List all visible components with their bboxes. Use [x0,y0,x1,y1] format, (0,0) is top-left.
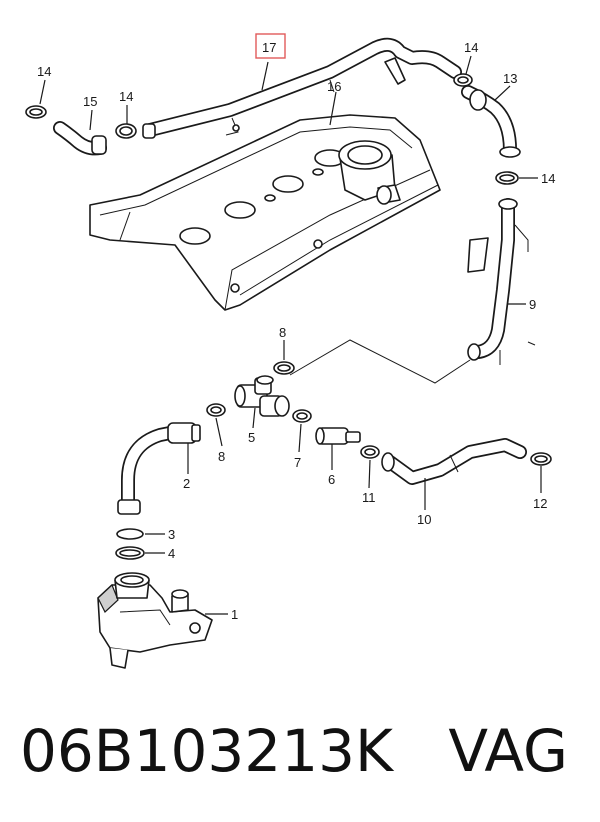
callout-4: 4 [168,546,175,561]
part-number: 06B103213K [20,717,394,785]
callout-14-left: 14 [37,64,51,79]
hose-clamp-11 [360,445,380,459]
callout-6: 6 [328,472,335,487]
callout-10: 10 [417,512,431,527]
elbow-13 [461,85,521,158]
valve-6 [315,427,361,445]
callout-15: 15 [83,94,97,109]
callout-9: 9 [529,297,536,312]
parts-diagram: 14 15 14 17 16 14 13 14 9 8 8 5 7 6 11 1… [25,33,555,669]
hose-clamp-7 [292,409,312,423]
callout-3: 3 [168,527,175,542]
hose-clamp-right [495,171,519,185]
valve-cover [89,114,441,311]
o-ring-4 [115,546,145,560]
hose-15 [53,121,107,156]
hose-clamp-left [25,105,47,119]
callout-17-highlight-box [255,33,286,59]
hose-clamp-top-right [453,73,473,87]
callout-7: 7 [294,455,301,470]
connector-lines [289,339,536,384]
hose-clamp-12 [530,452,552,466]
pipe-2 [117,422,201,515]
part-number-caption: 06B103213K VAG [20,722,568,780]
callout-2: 2 [183,476,190,491]
breather-hose-17 [142,37,462,139]
brand: VAG [448,717,568,785]
hose-clamp-8-lower [206,403,226,417]
callout-16: 16 [327,79,341,94]
hose-clamp-center-left [115,123,137,139]
callout-13: 13 [503,71,517,86]
hose-9 [467,198,529,365]
hose-10 [381,438,527,485]
callout-8-upper: 8 [279,325,286,340]
callout-14-top-right: 14 [464,40,478,55]
callout-5: 5 [248,430,255,445]
callout-labels: 14 15 14 17 16 14 13 14 9 8 8 5 7 6 11 1… [37,33,555,622]
callout-14-center-left: 14 [119,89,133,104]
oil-separator-1 [97,572,213,669]
callout-11: 11 [362,490,376,505]
callout-14-right: 14 [541,171,555,186]
o-ring-3 [116,528,144,540]
t-piece-5 [234,375,290,417]
callout-8-lower: 8 [218,449,225,464]
callout-17: 17 [262,40,276,55]
callout-1: 1 [231,607,238,622]
callout-12: 12 [533,496,547,511]
leader-lines [39,55,542,615]
hose-clamp-8-upper [273,361,295,375]
